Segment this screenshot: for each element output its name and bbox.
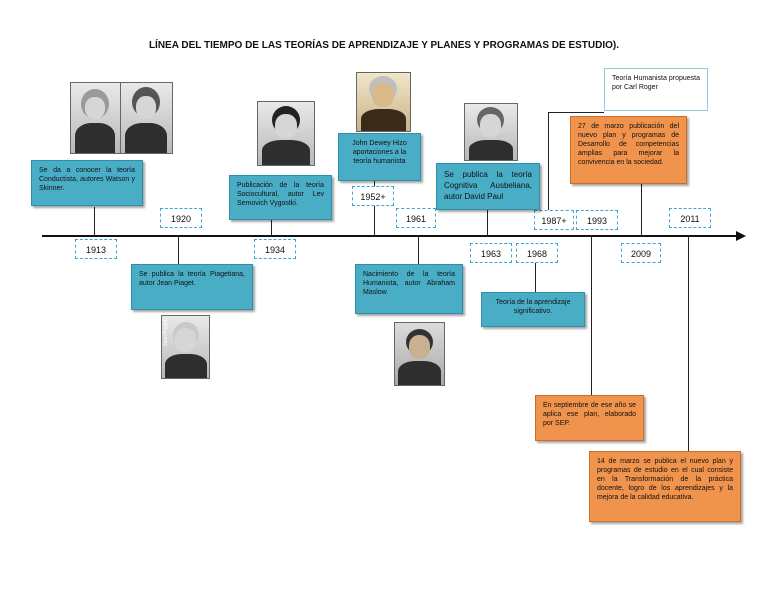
portrait-watson-photo: [70, 82, 121, 154]
year-1963: 1963: [470, 243, 512, 263]
connector-1952: [374, 180, 375, 236]
year-1993: 1993: [576, 210, 618, 230]
event-2011: 14 de marzo se publica el nuevo plan y p…: [589, 451, 741, 522]
portrait-ausubel-photo: [464, 103, 518, 161]
portrait-dewey-photo: [356, 72, 411, 132]
connector-1913: [94, 207, 95, 237]
year-2009: 2009: [621, 243, 661, 263]
event-1993: En septiembre de ese año se aplica ese p…: [535, 395, 644, 441]
connector-1934: [271, 206, 272, 236]
connector-1987: [548, 112, 549, 212]
year-1934: 1934: [254, 239, 296, 259]
year-1961: 1961: [396, 208, 436, 228]
portrait-skinner-photo: [120, 82, 173, 154]
connector-1963: [487, 210, 488, 236]
portrait-piaget-photo: Jean Piaget: [161, 315, 210, 379]
event-1913: Se da a conocer la teoría Conductista, a…: [31, 160, 143, 206]
page-title: LÍNEA DEL TIEMPO DE LAS TEORÍAS DE APREN…: [148, 40, 620, 51]
event-1952: John Dewey Hizo aportaciones a la teoría…: [338, 133, 421, 181]
timeline-arrow-icon: [736, 231, 746, 241]
connector-1968: [535, 260, 536, 293]
timeline-axis: [42, 235, 738, 237]
event-1920: Se publica la teoría Piagetiana, autor J…: [131, 264, 253, 310]
connector-2011: [688, 236, 689, 451]
event-1934: Publicación de la teoría Sociocultural, …: [229, 175, 332, 220]
year-1920: 1920: [160, 208, 202, 228]
event-2009: 27 de marzo publicación del nuevo plan y…: [570, 116, 687, 184]
connector-1961: [418, 236, 419, 264]
year-1952: 1952+: [352, 186, 394, 206]
year-1913: 1913: [75, 239, 117, 259]
connector-1920: [178, 236, 179, 264]
photo-caption: Jean Piaget: [163, 319, 169, 346]
event-1963: Se publica la teoría Cognitiva Ausbelian…: [436, 163, 540, 210]
connector-2009: [641, 184, 642, 236]
year-1968: 1968: [516, 243, 558, 263]
event-1987: Teoría Humanista propuesta por Carl Roge…: [604, 68, 708, 111]
year-2011: 2011: [669, 208, 711, 228]
connector-1987-horizontal: [548, 112, 604, 113]
event-1968: Teoría de la aprendizaje significativo.: [481, 292, 585, 327]
connector-1993: [591, 236, 592, 396]
year-1987: 1987+: [534, 210, 574, 230]
portrait-vygotsky-photo: [257, 101, 315, 166]
event-1961: Nacimiento de la teoría Humanista, autor…: [355, 264, 463, 314]
portrait-maslow-photo: [394, 322, 445, 386]
